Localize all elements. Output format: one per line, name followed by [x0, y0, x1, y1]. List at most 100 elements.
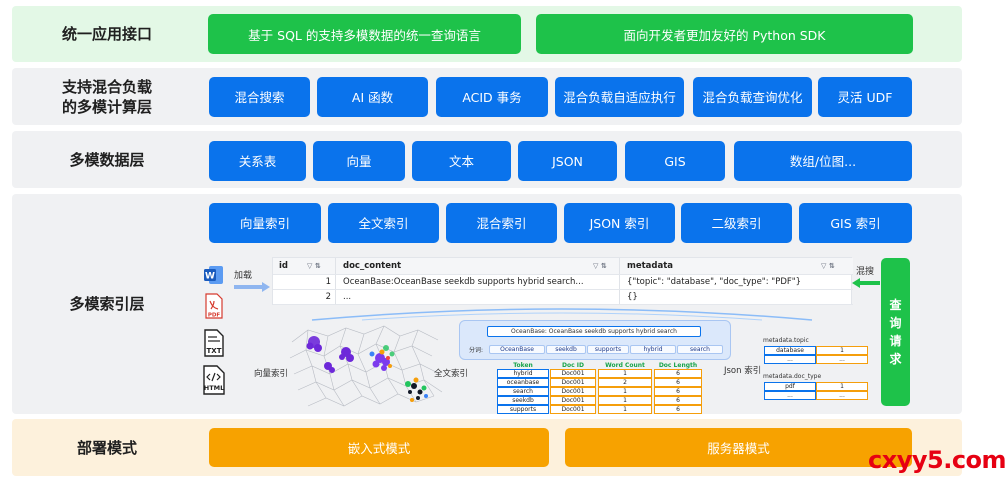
json-index-label: Json 索引 [724, 366, 762, 376]
layer-data-label: 多模数据层 [69, 150, 145, 169]
embedded-mode-button[interactable]: 嵌入式模式 [209, 428, 549, 467]
inverted-index-cell: supports [497, 405, 549, 414]
query-request-button[interactable]: 查 询 请 求 [881, 258, 910, 406]
inverted-index-cell: Doc001 [550, 387, 596, 396]
token-chip: supports [587, 345, 629, 354]
array-bitmap-button[interactable]: 数组/位图... [734, 141, 912, 181]
query-optimization-button[interactable]: 混合负载查询优化 [693, 77, 812, 117]
filter-icon[interactable]: ▽ ⇅ [593, 262, 607, 270]
layer-deploy: 部署模式 嵌入式模式 服务器模式 [12, 419, 962, 476]
inverted-index-cell: search [497, 387, 549, 396]
inverted-index-cell: Doc001 [550, 396, 596, 405]
watermark: cxyy5.com [868, 446, 1006, 474]
inverted-index-cell: 2 [598, 378, 652, 387]
json-topic-value: 1 [816, 346, 868, 355]
cell-metadata: {} [627, 292, 638, 302]
json-topic-value: ... [816, 355, 868, 364]
column-header-doc-content: doc_content [343, 261, 402, 271]
connector-glow [311, 308, 813, 321]
json-doctype-key: pdf [764, 382, 816, 391]
gis-button[interactable]: GIS [625, 141, 725, 181]
layer-index-label: 多模索引层 [69, 295, 145, 313]
token-chip: OceanBase [489, 345, 545, 354]
column-header-metadata: metadata [627, 261, 674, 271]
inverted-index-cell: 6 [654, 378, 702, 387]
inverted-index-cell: 1 [598, 387, 652, 396]
text-button[interactable]: 文本 [412, 141, 511, 181]
server-mode-button[interactable]: 服务器模式 [565, 428, 912, 467]
pdf-file-icon: PDF [203, 293, 225, 319]
ai-function-button[interactable]: AI 函数 [317, 77, 428, 117]
gis-index-button[interactable]: GIS 索引 [799, 203, 912, 243]
layer-compute-label: 支持混合负载 的多模计算层 [61, 77, 152, 116]
hybrid-search-label: 混搜 [856, 267, 875, 277]
hybrid-search-button[interactable]: 混合搜索 [209, 77, 310, 117]
vector-index-button[interactable]: 向量索引 [209, 203, 321, 243]
txt-file-icon: TXT [203, 329, 225, 357]
inverted-index-cell: oceanbase [497, 378, 549, 387]
sql-query-language-button[interactable]: 基于 SQL 的支持多模数据的统一查询语言 [208, 14, 521, 54]
inverted-index-header-doclength: Doc Length [658, 361, 698, 369]
vector-button[interactable]: 向量 [313, 141, 405, 181]
cell-doc-content: ... [343, 292, 352, 302]
vector-index-graph-illustration [289, 325, 443, 407]
token-chip: search [677, 345, 723, 354]
inverted-index-cell: 1 [598, 405, 652, 414]
json-doctype-key: ... [764, 391, 816, 400]
svg-text:HTML: HTML [204, 384, 224, 392]
json-doctype-label: metadata.doc_type [763, 372, 822, 380]
adaptive-execution-button[interactable]: 混合负载自适应执行 [555, 77, 684, 117]
documents-table: id ▽ ⇅ doc_content ▽ ⇅ metadata ▽ ⇅ 1 Oc… [272, 257, 853, 305]
secondary-index-button[interactable]: 二级索引 [681, 203, 792, 243]
table-row[interactable]: 1 OceanBase:OceanBase seekdb supports hy… [273, 275, 853, 290]
filter-icon[interactable]: ▽ ⇅ [307, 262, 321, 270]
inverted-index-cell: 6 [654, 387, 702, 396]
layer-interface: 统一应用接口 基于 SQL 的支持多模数据的统一查询语言 面向开发者更加友好的 … [12, 6, 962, 62]
inverted-index-cell: 6 [654, 405, 702, 414]
layer-deploy-label: 部署模式 [76, 438, 137, 457]
svg-text:W: W [205, 272, 215, 282]
svg-text:TXT: TXT [207, 347, 222, 355]
table-header-row: id ▽ ⇅ doc_content ▽ ⇅ metadata ▽ ⇅ [273, 258, 853, 275]
layer-data: 多模数据层 关系表 向量 文本 JSON GIS 数组/位图... [12, 131, 962, 188]
word-file-icon: W [203, 263, 225, 287]
inverted-index-cell: hybrid [497, 369, 549, 378]
relational-table-button[interactable]: 关系表 [209, 141, 306, 181]
svg-text:PDF: PDF [208, 313, 221, 319]
json-doctype-value: 1 [816, 382, 868, 391]
token-chip: seekdb [546, 345, 586, 354]
inverted-index-cell: Doc001 [550, 378, 596, 387]
layer-compute: 支持混合负载 的多模计算层 混合搜索 AI 函数 ACID 事务 混合负载自适应… [12, 68, 962, 125]
json-index-button[interactable]: JSON 索引 [564, 203, 675, 243]
inverted-index-cell: 1 [598, 369, 652, 378]
inverted-index-cell: Doc001 [550, 405, 596, 414]
cell-id: 1 [325, 277, 331, 287]
inverted-index-cell: seekdb [497, 396, 549, 405]
inverted-index-header-wordcount: Word Count [605, 361, 645, 369]
column-header-id: id [279, 261, 288, 271]
json-button[interactable]: JSON [518, 141, 617, 181]
fulltext-index-label: 全文索引 [434, 369, 469, 379]
inverted-index-header-docid: Doc ID [562, 361, 584, 369]
inverted-index-cell: 1 [598, 396, 652, 405]
json-doctype-value: ... [816, 391, 868, 400]
cell-metadata: {"topic": "database", "doc_type": "PDF"} [627, 277, 802, 287]
hybrid-search-arrow [852, 278, 880, 288]
table-row[interactable]: 2 ... {} [273, 290, 853, 305]
load-arrow [234, 282, 270, 292]
acid-transaction-button[interactable]: ACID 事务 [436, 77, 548, 117]
filter-icon[interactable]: ▽ ⇅ [821, 262, 835, 270]
json-topic-key: database [764, 346, 816, 355]
python-sdk-button[interactable]: 面向开发者更加友好的 Python SDK [536, 14, 913, 54]
hybrid-index-button[interactable]: 混合索引 [446, 203, 557, 243]
token-chip: hybrid [630, 345, 676, 354]
flexible-udf-button[interactable]: 灵活 UDF [818, 77, 912, 117]
inverted-index-cell: 6 [654, 369, 702, 378]
sentence-box: OceanBase: OceanBase seekdb supports hyb… [487, 326, 701, 337]
inverted-index-cell: Doc001 [550, 369, 596, 378]
fulltext-index-button[interactable]: 全文索引 [328, 203, 439, 243]
